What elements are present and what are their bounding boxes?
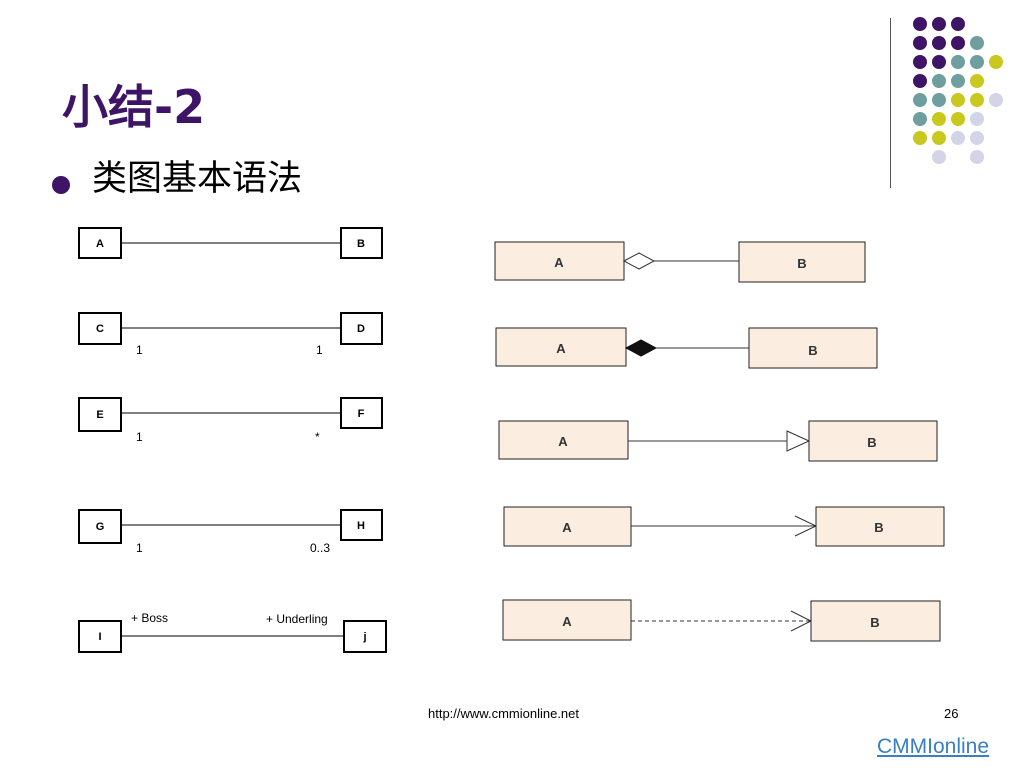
class-box [748, 327, 878, 369]
class-label: B [867, 435, 876, 450]
decor-dot [932, 150, 946, 164]
decor-dot [913, 36, 927, 50]
class-box [810, 600, 941, 642]
assoc-one-to-many: E F 1 * [78, 397, 383, 444]
rel-dependency: A B [502, 599, 941, 642]
class-label: H [357, 520, 365, 532]
rel-aggregation: A B [494, 241, 866, 283]
decor-dot [951, 93, 965, 107]
class-box [815, 506, 945, 547]
filled-diamond-icon [624, 339, 658, 357]
bullet-dot [52, 176, 70, 194]
class-label: F [358, 408, 365, 420]
role-label: + Boss [131, 611, 168, 625]
class-box [78, 312, 122, 345]
class-label: E [96, 409, 103, 421]
role-label: + Underling [266, 612, 328, 626]
class-box [502, 599, 632, 641]
decor-dot [932, 17, 946, 31]
brand-link[interactable]: CMMIonline [877, 735, 990, 758]
class-label: B [874, 520, 883, 535]
multiplicity-label: 1 [136, 541, 143, 555]
class-box [78, 620, 122, 653]
multiplicity-label: 1 [316, 343, 323, 357]
class-label: A [554, 255, 564, 270]
decor-dot [932, 36, 946, 50]
class-box [495, 327, 627, 367]
decor-dot [951, 36, 965, 50]
decor-dot [970, 93, 984, 107]
class-label: B [357, 238, 365, 250]
decor-dot [970, 112, 984, 126]
decor-dot [970, 36, 984, 50]
class-box [738, 241, 866, 283]
decor-dot [951, 112, 965, 126]
bullet-text: 类图基本语法 [92, 159, 303, 199]
class-label: A [96, 238, 104, 250]
multiplicity-label: * [315, 430, 320, 444]
class-label: I [98, 631, 101, 643]
class-box [808, 420, 938, 462]
class-label: D [357, 323, 365, 335]
decor-dot [932, 112, 946, 126]
class-box [343, 620, 387, 653]
page-number: 26 [944, 706, 959, 721]
decor-dot [970, 131, 984, 145]
slide-title: 小结-2 [62, 80, 206, 134]
assoc-plain: A B [78, 227, 383, 259]
assoc-one-to-range: G H 1 0..3 [78, 509, 383, 555]
class-label: A [562, 614, 572, 629]
class-box [340, 509, 383, 541]
class-label: A [562, 520, 572, 535]
decor-dot [951, 55, 965, 69]
decor-dot [932, 74, 946, 88]
class-box [340, 227, 383, 259]
decor-dot [913, 112, 927, 126]
class-box [340, 397, 383, 429]
class-box [78, 397, 122, 432]
footer-url: http://www.cmmionline.net [428, 706, 580, 721]
multiplicity-label: 0..3 [310, 541, 330, 555]
class-label: A [558, 434, 568, 449]
decor-dot [989, 93, 1003, 107]
decor-dot [951, 74, 965, 88]
decor-dot [913, 131, 927, 145]
decor-dot [913, 74, 927, 88]
assoc-one-to-one: C D 1 1 [78, 312, 383, 357]
class-label: B [808, 343, 817, 358]
multiplicity-label: 1 [136, 430, 143, 444]
decor-dot [970, 74, 984, 88]
rel-composition: A B [495, 327, 878, 369]
assoc-roles: I j + Boss + Underling [78, 611, 387, 653]
decor-dot [932, 93, 946, 107]
hollow-diamond-icon [622, 252, 656, 270]
decor-dot [951, 17, 965, 31]
multiplicity-label: 1 [136, 343, 143, 357]
hollow-triangle-icon [786, 430, 811, 452]
class-label: j [362, 631, 366, 643]
class-box [340, 312, 383, 345]
decor-divider-line [890, 18, 891, 188]
class-box [78, 227, 122, 259]
class-label: G [96, 521, 105, 533]
rel-generalization: A B [498, 420, 938, 462]
class-label: C [96, 323, 104, 335]
class-label: B [797, 256, 806, 271]
decor-dot [913, 17, 927, 31]
decor-dot [951, 131, 965, 145]
class-label: B [870, 615, 879, 630]
rel-association: A B [503, 506, 945, 547]
class-label: A [556, 341, 566, 356]
decor-dot [989, 55, 1003, 69]
decor-dot [913, 93, 927, 107]
class-box [494, 241, 625, 281]
class-box [498, 420, 629, 460]
decor-dot [913, 55, 927, 69]
decor-dot [932, 131, 946, 145]
decor-dot [970, 150, 984, 164]
class-box [78, 509, 122, 544]
decor-dot [932, 55, 946, 69]
decor-dot [970, 55, 984, 69]
